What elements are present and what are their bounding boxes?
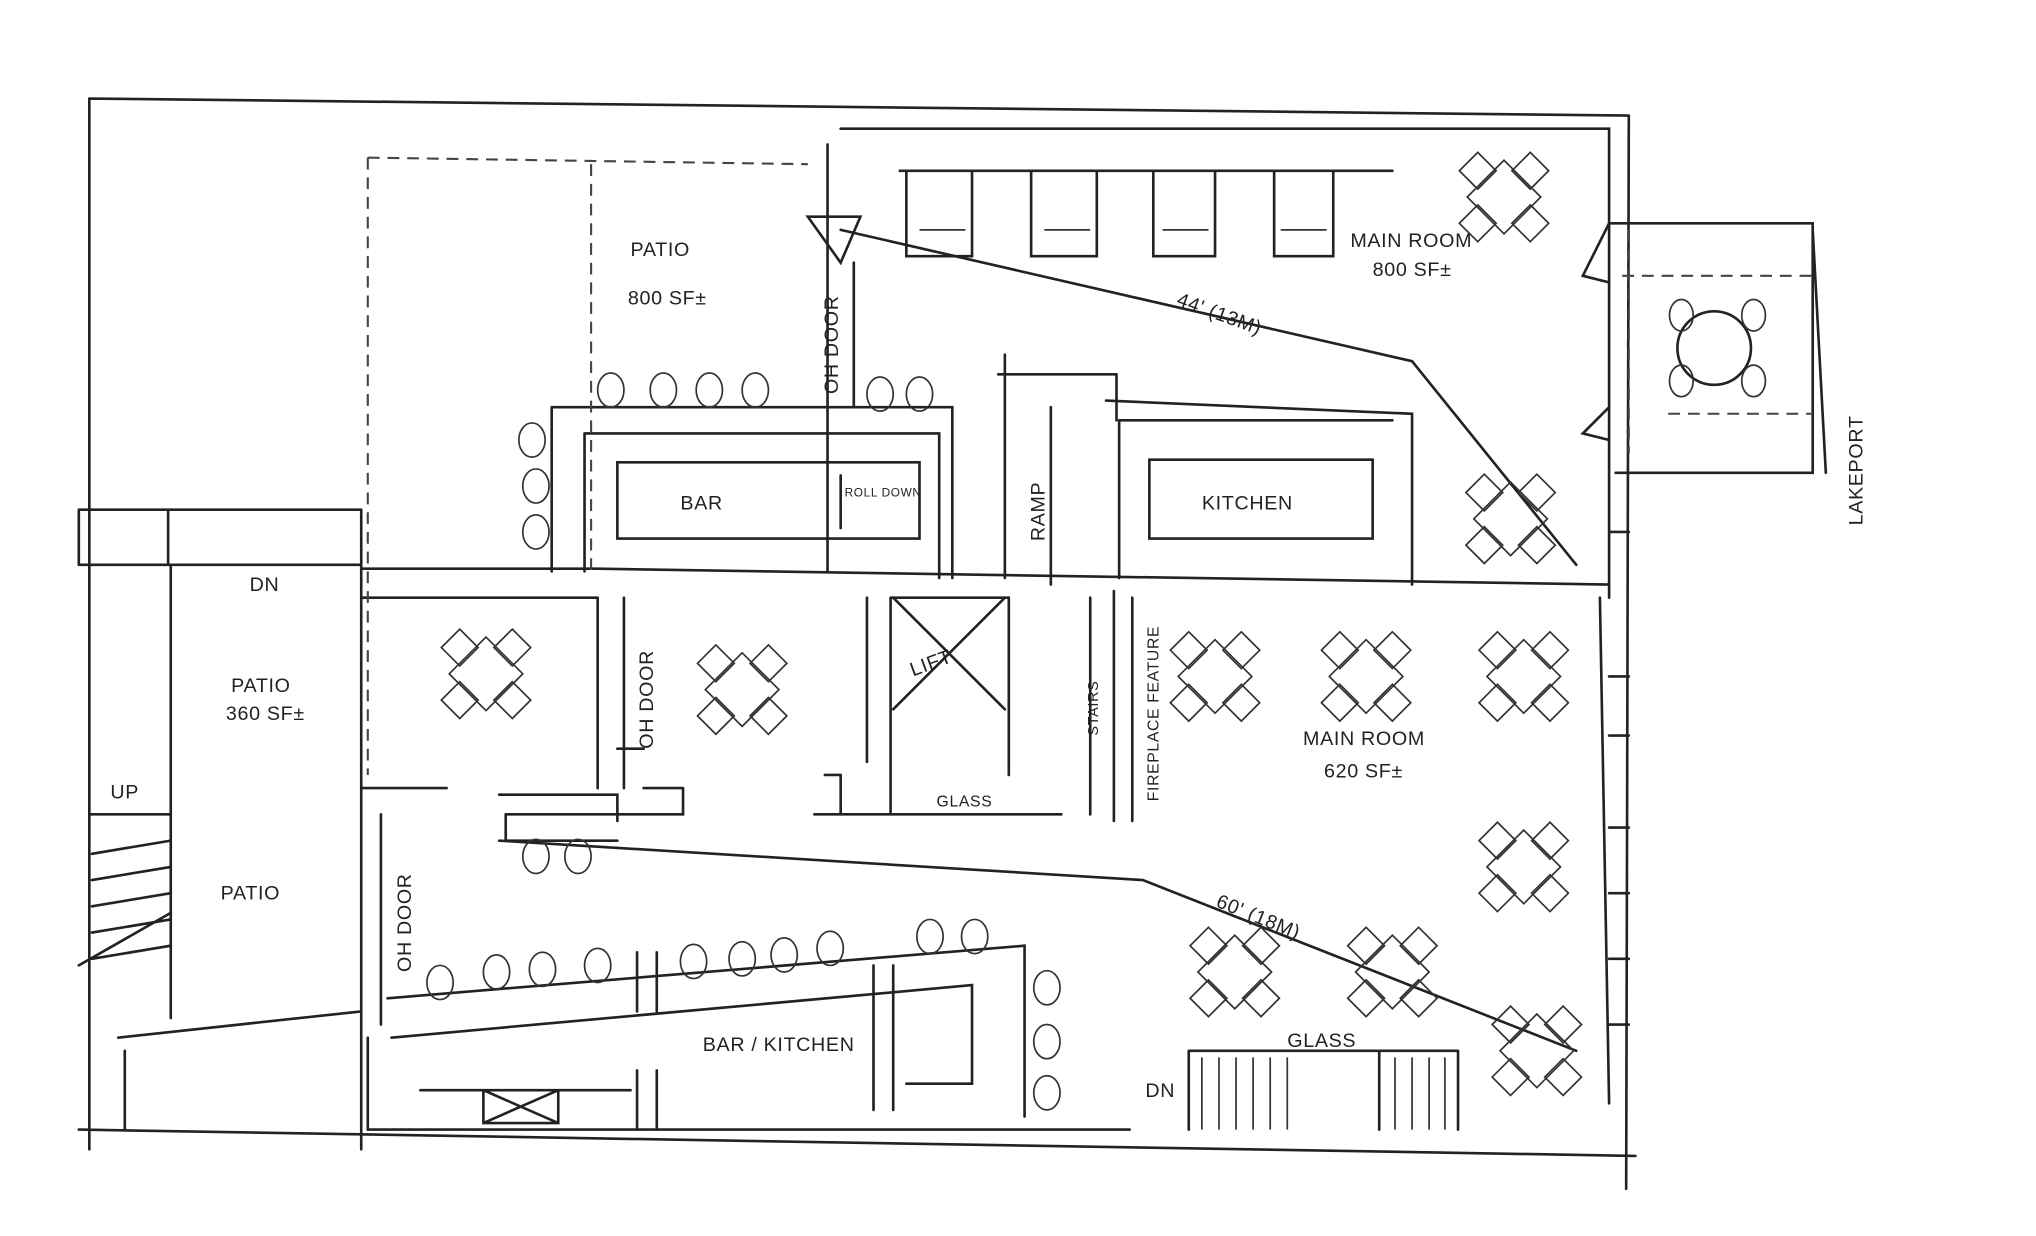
stool-icon (1032, 969, 1061, 1006)
label-stairs: STAIRS (1086, 681, 1102, 736)
stool-icon (728, 940, 757, 977)
label-patio-left-area: 360 SF± (226, 703, 305, 725)
stool-icon (521, 838, 550, 875)
labels: PATIO 800 SF± MAIN ROOM 800 SF± 44' (13M… (110, 230, 1867, 1102)
label-oh-door-lower: OH DOOR (394, 873, 416, 972)
label-dn-upper: DN (250, 574, 280, 596)
label-patio-upper: PATIO (631, 239, 690, 261)
table-cluster-icon (1490, 1004, 1583, 1097)
stool-icon (905, 376, 934, 412)
stool-icon (866, 376, 895, 412)
stools (426, 372, 1061, 1111)
stool-icon (770, 936, 799, 973)
table-cluster-icon (1464, 472, 1557, 565)
stool-icon (960, 918, 989, 955)
label-bar: BAR (680, 493, 722, 515)
label-dimension-lower: 60' (18M) (1213, 891, 1303, 945)
stool-icon (596, 372, 625, 409)
label-oh-door-middle: OH DOOR (636, 650, 658, 749)
stool-icon (521, 468, 550, 504)
table-cluster-icon (1477, 630, 1570, 723)
label-patio-left: PATIO (231, 675, 290, 697)
stool-icon (583, 947, 612, 984)
stool-icon (426, 964, 455, 1001)
label-kitchen: KITCHEN (1202, 493, 1293, 515)
table-cluster-icon (1320, 630, 1412, 723)
stool-icon (563, 838, 592, 875)
table-cluster-icon (696, 643, 789, 736)
label-oh-door-upper: OH DOOR (821, 295, 843, 394)
label-lakefront: LAKEPORT (1846, 415, 1868, 525)
stool-icon (816, 930, 845, 967)
label-main-room-upper: MAIN ROOM (1350, 230, 1472, 252)
table-cluster-icon (1346, 926, 1439, 1018)
table-cluster-icon (1458, 151, 1550, 243)
label-patio-lower: PATIO (221, 883, 280, 905)
label-main-room-upper-area: 800 SF± (1373, 259, 1452, 281)
table-cluster-icon (440, 627, 532, 720)
label-dn-lower: DN (1145, 1080, 1175, 1102)
label-main-room-lower: MAIN ROOM (1303, 728, 1425, 750)
label-glass-lower: GLASS (1287, 1030, 1356, 1052)
label-lift: LIFT (907, 646, 955, 681)
stool-icon (1032, 1074, 1061, 1111)
stool-icon (521, 514, 550, 550)
label-fireplace-feature: FIREPLACE FEATURE (1146, 626, 1163, 801)
label-up: UP (110, 782, 139, 804)
dashed-patio-outline (366, 156, 1813, 775)
stool-icon (741, 372, 770, 409)
stool-icon (528, 951, 557, 988)
table-cluster-icon (1477, 821, 1570, 913)
stool-icon (649, 372, 678, 409)
stool-icon (916, 918, 944, 955)
stool-icon (679, 943, 708, 980)
stool-icon (695, 372, 724, 409)
stool-icon (1032, 1023, 1061, 1060)
label-main-room-lower-area: 620 SF± (1324, 761, 1403, 783)
stool-icon (482, 954, 511, 990)
label-bar-kitchen: BAR / KITCHEN (703, 1034, 855, 1056)
label-glass-middle: GLASS (937, 793, 993, 810)
round-table (1668, 298, 1767, 398)
table-cluster-icon (1188, 926, 1281, 1018)
label-dimension-upper: 44' (13M) (1174, 289, 1265, 340)
label-patio-upper-area: 800 SF± (628, 288, 707, 310)
label-ramp: RAMP (1027, 482, 1049, 542)
stool-icon (517, 422, 546, 458)
table-cluster-icon (1169, 630, 1261, 723)
label-roll-down: ROLL DOWN (845, 486, 922, 500)
tables (440, 151, 1583, 1097)
walls (77, 97, 1828, 1191)
